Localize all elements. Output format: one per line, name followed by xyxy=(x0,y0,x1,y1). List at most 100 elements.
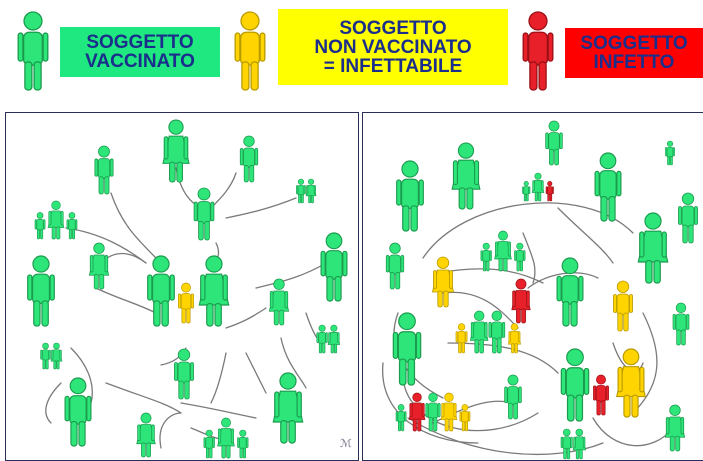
family-group xyxy=(395,392,471,432)
unvaccinated-adult-icon xyxy=(616,348,646,418)
family-member-icon xyxy=(531,172,545,202)
family-member-icon xyxy=(305,178,317,204)
adult-icon xyxy=(385,242,405,290)
non-vaccinated-person-icon xyxy=(234,11,266,91)
contact-link xyxy=(225,197,297,219)
contact-link xyxy=(382,362,479,444)
adult-icon xyxy=(193,187,215,241)
right-people xyxy=(385,120,698,460)
adult-icon xyxy=(396,160,424,232)
adult-icon xyxy=(94,145,114,195)
adult-icon xyxy=(637,212,669,284)
family-member-icon xyxy=(203,429,215,459)
family-member-icon xyxy=(40,342,51,370)
family-member-icon xyxy=(572,428,586,460)
legend-figures xyxy=(17,11,554,91)
contact-link xyxy=(255,262,327,289)
unvaccinated-child-icon xyxy=(178,282,194,324)
family-member-icon xyxy=(66,212,78,240)
family-group xyxy=(455,310,522,354)
mixed-population-panel xyxy=(362,112,703,461)
family-member-icon xyxy=(494,230,512,272)
adult-icon xyxy=(678,192,698,244)
adult-icon xyxy=(239,135,259,183)
all-vaccinated-panel xyxy=(5,112,359,461)
non-vaccinated-label: SOGGETTO NON VACCINATO = INFETTABILE xyxy=(278,9,508,85)
adult-icon xyxy=(556,257,584,327)
family-member-icon xyxy=(560,428,573,460)
mixed-population-network xyxy=(382,120,698,460)
adult-icon xyxy=(88,242,110,290)
vaccinated-person-icon xyxy=(17,11,49,91)
adult-icon xyxy=(268,278,290,326)
infected-person-icon xyxy=(522,11,554,91)
family-member-icon xyxy=(480,242,492,272)
family-group xyxy=(316,324,341,354)
left-people xyxy=(27,119,348,459)
adult-icon xyxy=(504,374,522,420)
non-vaccinated-person-icon xyxy=(234,11,266,91)
infected-child-icon xyxy=(593,374,609,416)
family-member-icon xyxy=(217,417,235,459)
family-member-icon xyxy=(34,212,46,240)
contact-link xyxy=(70,347,93,404)
family-member-icon xyxy=(440,392,458,432)
adult-icon xyxy=(594,152,622,222)
family-member-icon xyxy=(469,310,489,354)
contact-link xyxy=(45,382,62,424)
family-group xyxy=(40,342,63,370)
family-member-icon xyxy=(514,242,526,272)
contact-link xyxy=(159,412,182,449)
contact-link xyxy=(180,402,257,419)
family-group xyxy=(203,417,249,459)
family-group xyxy=(480,230,526,272)
artist-signature-icon: ℳ xyxy=(340,437,352,450)
family-group xyxy=(522,172,554,202)
contact-link xyxy=(110,192,157,259)
unvaccinated-adult-icon xyxy=(613,280,633,332)
infected-adult-icon xyxy=(511,278,531,324)
vaccinated-label: SOGGETTO VACCINATO xyxy=(60,27,220,77)
contact-link xyxy=(557,207,614,264)
family-member-icon xyxy=(488,310,506,354)
family-member-icon xyxy=(522,181,531,202)
contact-link xyxy=(442,291,519,329)
contact-link xyxy=(225,307,267,329)
contact-link xyxy=(437,268,544,284)
adult-icon xyxy=(672,302,690,346)
family-member-icon xyxy=(50,342,63,370)
contact-link xyxy=(105,382,182,414)
contact-link xyxy=(245,352,267,394)
contact-link xyxy=(632,312,658,414)
contact-link xyxy=(592,417,674,447)
unvaccinated-adult-icon xyxy=(431,256,455,308)
contact-link xyxy=(210,172,237,209)
adult-icon xyxy=(665,140,675,166)
family-member-icon xyxy=(316,324,328,354)
contact-link xyxy=(527,272,599,289)
adult-icon xyxy=(64,377,92,447)
family-member-icon xyxy=(237,429,249,459)
adult-icon xyxy=(27,255,55,327)
adult-icon xyxy=(392,312,422,386)
adult-icon xyxy=(136,412,156,458)
family-member-icon xyxy=(459,404,471,432)
family-member-icon xyxy=(47,200,65,240)
family-member-icon xyxy=(545,181,554,202)
adult-icon xyxy=(560,348,590,422)
family-member-icon xyxy=(296,178,306,204)
contact-link xyxy=(522,232,536,284)
adult-icon xyxy=(272,372,304,444)
adult-icon xyxy=(147,255,175,327)
family-member-icon xyxy=(408,392,426,432)
adult-icon xyxy=(545,120,563,166)
infected-person-icon xyxy=(522,11,554,91)
family-group xyxy=(296,178,317,204)
vaccinated-person-icon xyxy=(17,11,49,91)
adult-icon xyxy=(664,404,686,452)
adult-icon xyxy=(451,142,481,210)
family-member-icon xyxy=(507,323,522,354)
family-member-icon xyxy=(327,324,341,354)
contact-link xyxy=(95,287,157,314)
family-member-icon xyxy=(425,392,441,432)
